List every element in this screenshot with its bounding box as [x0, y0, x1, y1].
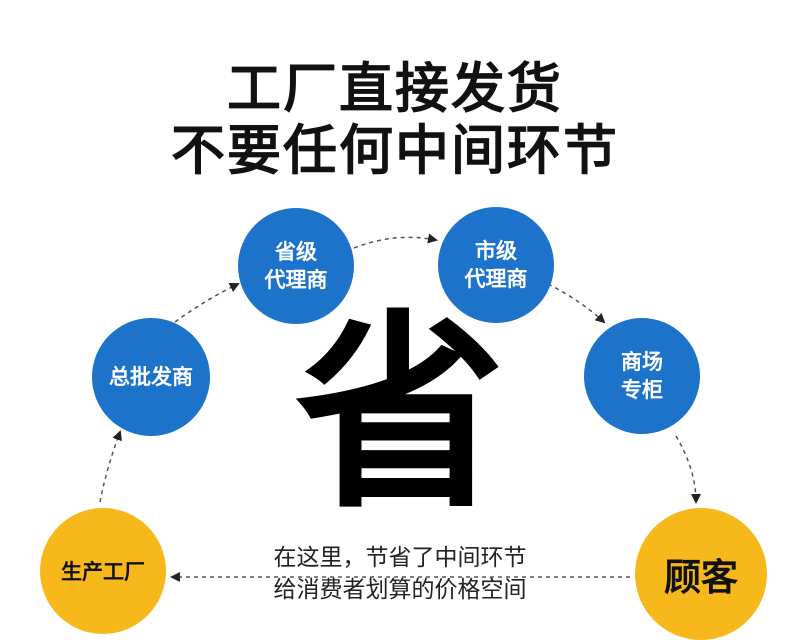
node-wholesaler: 总批发商: [92, 318, 210, 436]
arrow-wholesaler-to-provincial: [174, 282, 240, 323]
arrow-mall-to-customer: [675, 435, 701, 504]
arrow-factory-to-wholesaler: [99, 430, 122, 503]
node-mall-counter-line2: 专柜: [621, 378, 663, 402]
savings-note-line2: 给消费者划算的价格空间: [273, 577, 527, 603]
node-provincial-agent: 省级 代理商: [238, 208, 354, 324]
node-mall-counter-line1: 商场: [621, 350, 663, 374]
savings-note-line1: 在这里，节省了中间环节: [273, 545, 527, 571]
node-factory: 生产工厂: [40, 508, 166, 634]
node-wholesaler-label: 总批发商: [109, 365, 193, 389]
node-customer-label: 顾客: [664, 556, 738, 599]
node-city-agent-line2: 代理商: [464, 267, 528, 291]
node-city-agent-line1: 市级: [475, 239, 517, 263]
title-line-1: 工厂直接发货: [227, 57, 563, 120]
center-save-character: 省: [294, 292, 505, 537]
node-factory-label: 生产工厂: [61, 560, 145, 584]
savings-note: 在这里，节省了中间环节 给消费者划算的价格空间: [240, 542, 560, 606]
arrow-provincial-to-city: [353, 233, 438, 249]
node-mall-counter: 商场 专柜: [584, 318, 700, 434]
node-provincial-agent-line1: 省级: [275, 240, 317, 264]
node-customer: 顾客: [635, 508, 767, 640]
node-city-agent: 市级 代理商: [438, 207, 554, 323]
title-line-2: 不要任何中间环节: [171, 119, 619, 182]
node-provincial-agent-line2: 代理商: [264, 268, 328, 292]
arrow-city-to-mall: [547, 283, 606, 324]
